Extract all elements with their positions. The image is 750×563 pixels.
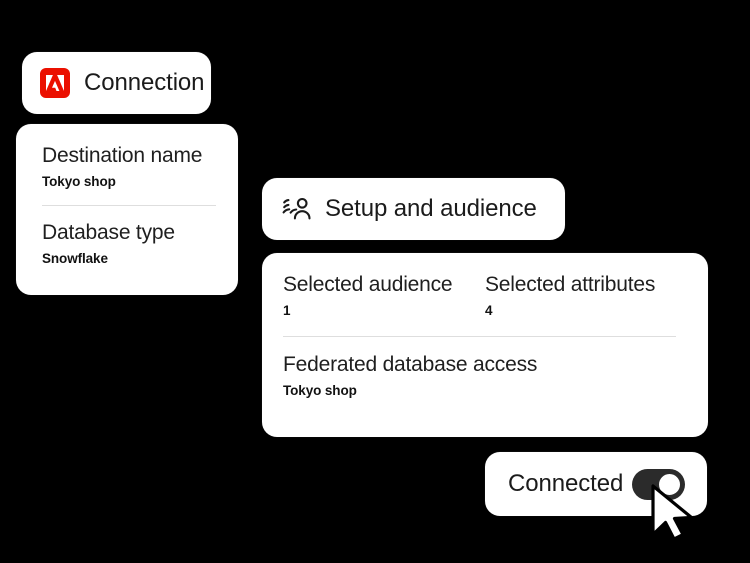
- setup-detail-card: Selected audience 1 Selected attributes …: [262, 253, 708, 437]
- setup-and-audience-label: Setup and audience: [325, 195, 537, 222]
- audience-group-icon: [282, 196, 312, 222]
- selected-audience-stat: Selected audience 1: [283, 273, 485, 318]
- federated-database-access-field: Federated database access Tokyo shop: [283, 353, 684, 398]
- destination-divider: [42, 204, 216, 206]
- connected-label: Connected: [508, 470, 624, 497]
- selected-attributes-value: 4: [485, 302, 493, 318]
- connected-status-card[interactable]: Connected: [485, 452, 707, 516]
- connection-card[interactable]: Connection: [22, 52, 211, 114]
- destination-name-field: Destination name Tokyo shop: [42, 144, 216, 189]
- setup-detail-divider: [283, 335, 676, 337]
- setup-and-audience-card[interactable]: Setup and audience: [262, 178, 565, 240]
- database-type-heading: Database type: [42, 220, 175, 244]
- destination-name-value: Tokyo shop: [42, 173, 116, 189]
- selected-stats-row: Selected audience 1 Selected attributes …: [283, 273, 684, 318]
- destination-card: Destination name Tokyo shop Database typ…: [16, 124, 238, 295]
- selected-audience-heading: Selected audience: [283, 273, 453, 296]
- toggle-switch-on-icon[interactable]: [632, 468, 685, 500]
- federated-database-access-heading: Federated database access: [283, 352, 538, 376]
- connection-label: Connection: [84, 69, 205, 96]
- selected-audience-value: 1: [283, 302, 291, 318]
- database-type-value: Snowflake: [42, 250, 108, 266]
- federated-database-access-value: Tokyo shop: [283, 382, 357, 398]
- toggle-knob: [657, 471, 682, 497]
- selected-attributes-stat: Selected attributes 4: [485, 273, 655, 318]
- database-type-field: Database type Snowflake: [42, 221, 216, 266]
- selected-attributes-heading: Selected attributes: [485, 273, 656, 296]
- adobe-logo-icon: [40, 68, 70, 98]
- destination-name-heading: Destination name: [42, 144, 203, 167]
